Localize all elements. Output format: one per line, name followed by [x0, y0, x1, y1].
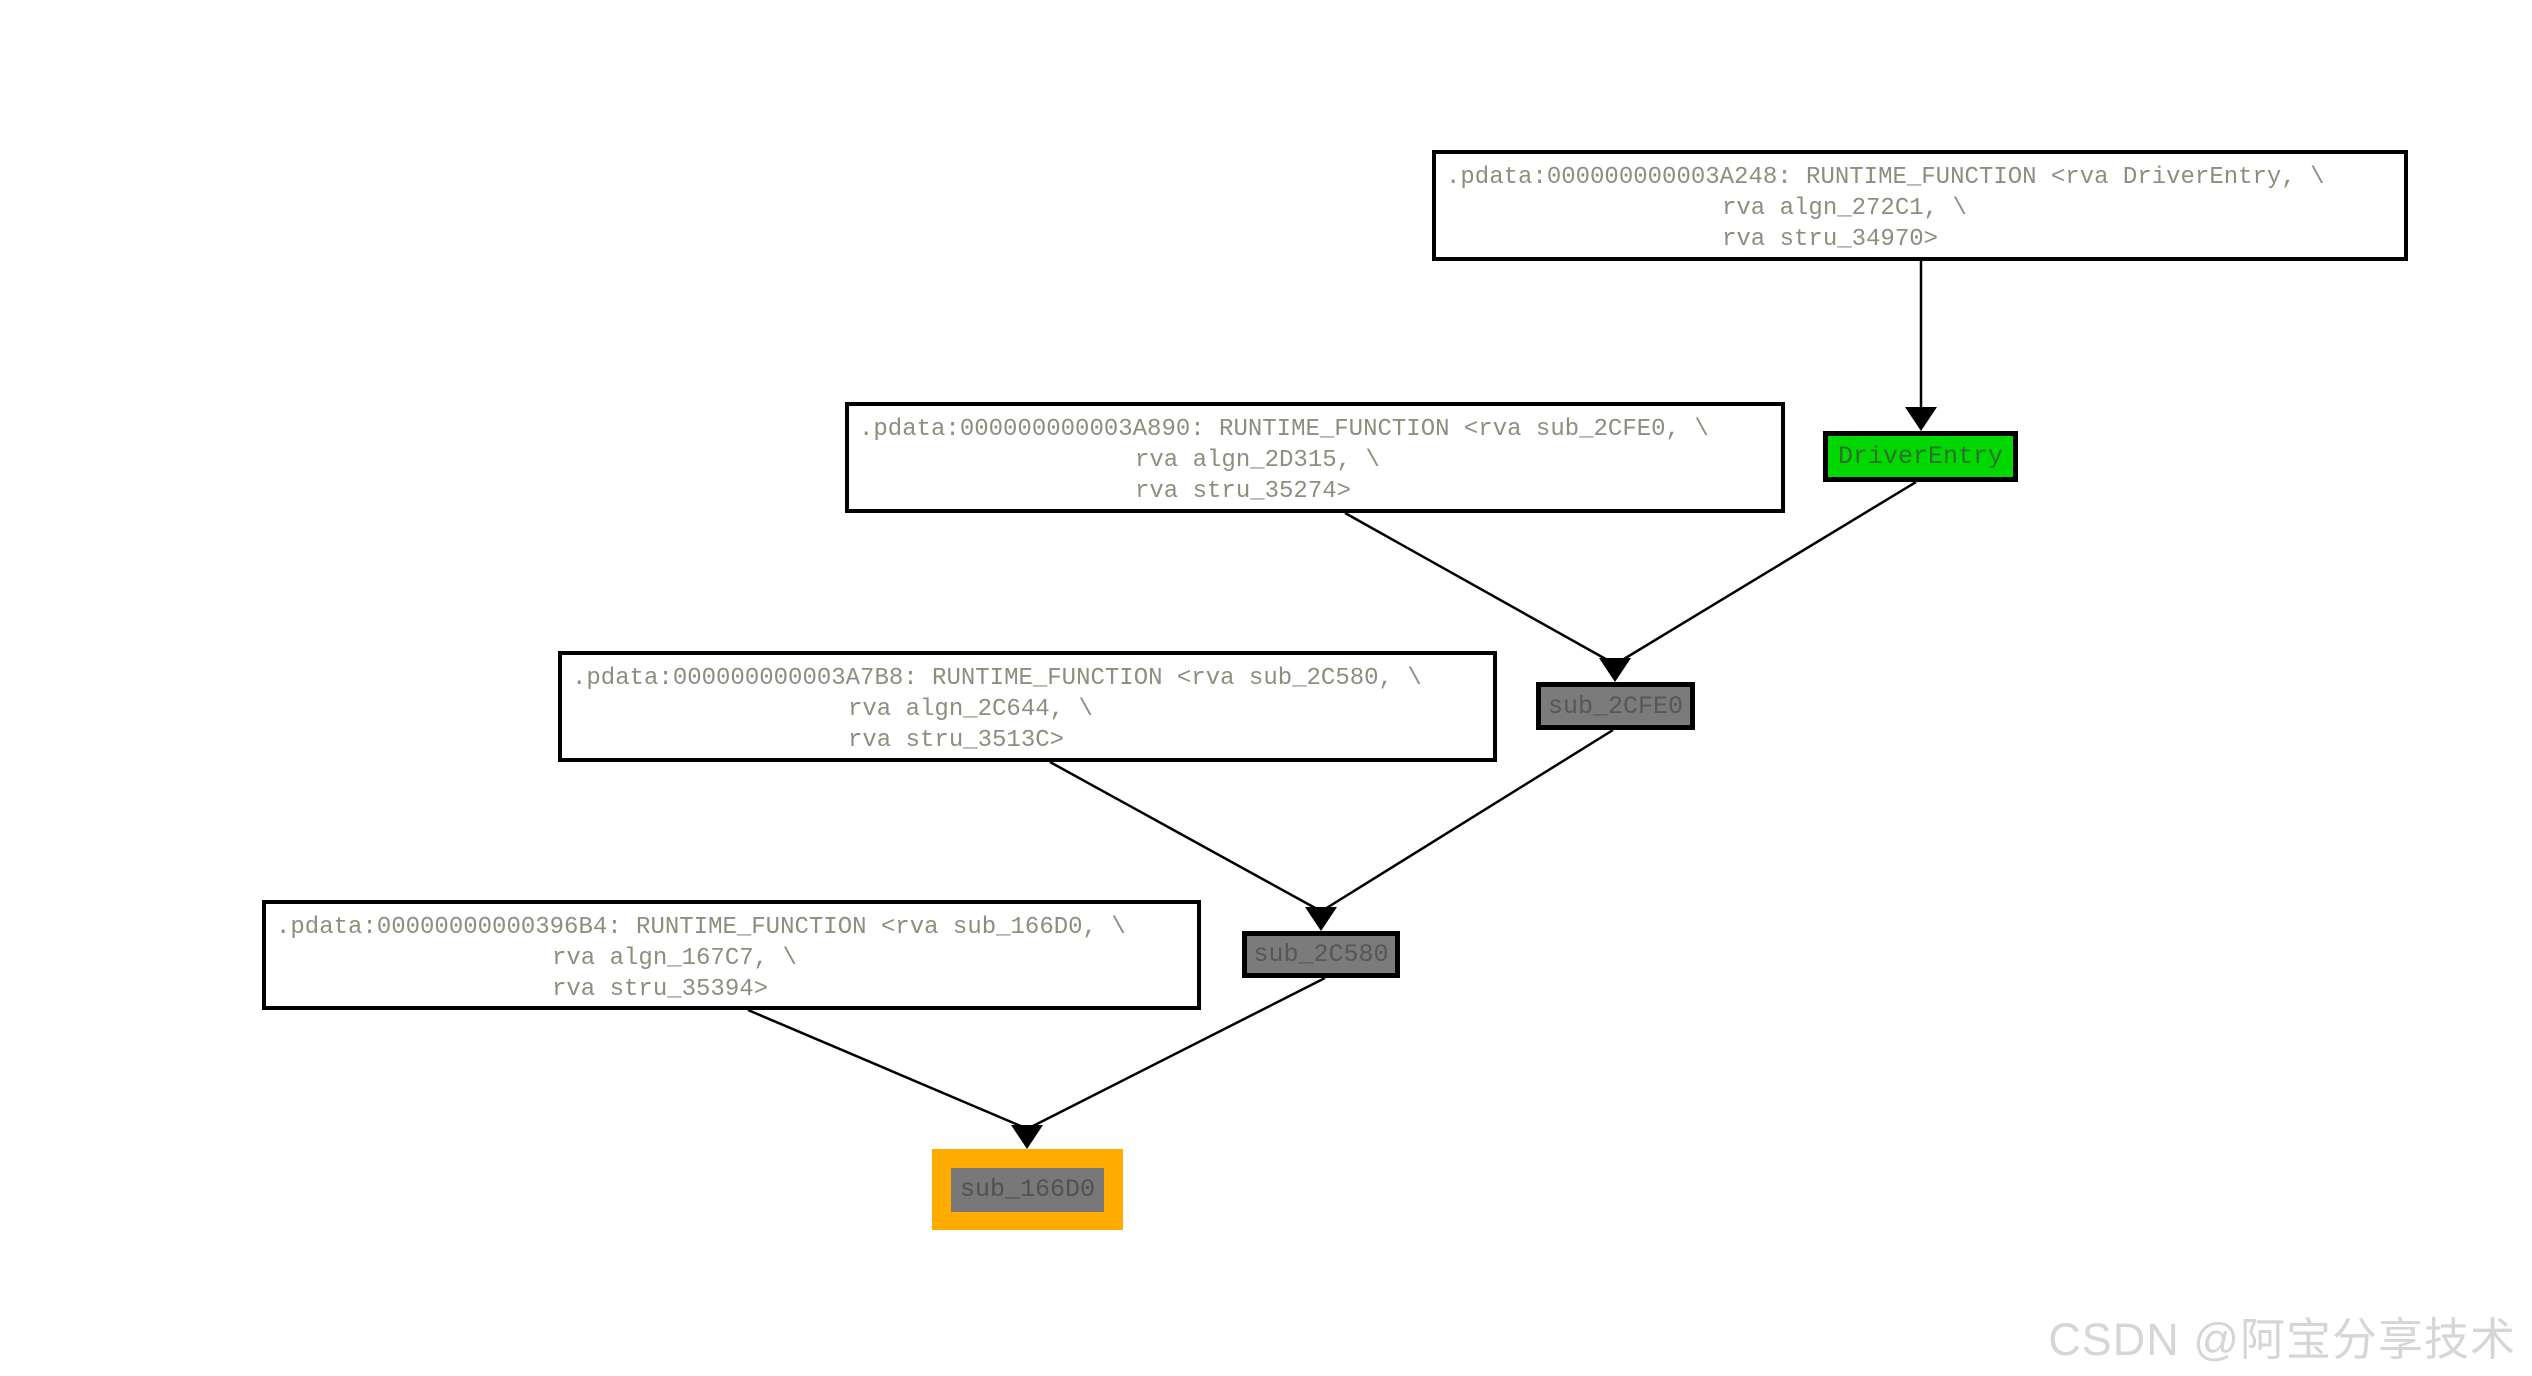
node-sub-166d0-body: sub_166D0 [951, 1167, 1104, 1212]
arrowhead-driverentry [1905, 407, 1937, 431]
pdata-node-396b4[interactable]: .pdata:00000000000396B4: RUNTIME_FUNCTIO… [262, 900, 1201, 1010]
pdata-line: rva stru_35394> [552, 976, 769, 1003]
pdata-line: .pdata:000000000003A248: RUNTIME_FUNCTIO… [1446, 164, 2325, 191]
pdata-node-3a248[interactable]: .pdata:000000000003A248: RUNTIME_FUNCTIO… [1432, 150, 2408, 261]
pdata-line: rva algn_2D315, \ [1135, 447, 1380, 474]
edge-pdata-396b4-sub-166d0 [747, 1008, 1024, 1129]
node-sub-166d0-highlighted[interactable]: sub_166D0 [932, 1149, 1123, 1230]
node-driverentry[interactable]: DriverEntry [1823, 431, 2018, 482]
node-label: DriverEntry [1837, 442, 2004, 471]
pdata-line: rva stru_3513C> [848, 727, 1065, 754]
edge-pdata-3a890-sub-2cfe0 [1344, 511, 1612, 664]
pdata-line: rva algn_272C1, \ [1722, 195, 1967, 222]
pdata-node-3a890[interactable]: .pdata:000000000003A890: RUNTIME_FUNCTIO… [845, 402, 1785, 513]
edge-pdata-3a7b8-sub-2c580 [1049, 760, 1318, 911]
edge-sub-2cfe0-sub-2c580 [1324, 728, 1614, 911]
pdata-line: rva stru_35274> [1135, 478, 1352, 505]
pdata-node-3a7b8[interactable]: .pdata:000000000003A7B8: RUNTIME_FUNCTIO… [558, 651, 1497, 762]
arrowhead-sub-166d0 [1011, 1125, 1043, 1149]
arrowhead-sub-2c580 [1305, 907, 1337, 931]
pdata-line: rva stru_34970> [1722, 226, 1939, 253]
pdata-line: .pdata:000000000003A890: RUNTIME_FUNCTIO… [859, 416, 1709, 443]
pdata-line: rva algn_2C644, \ [848, 696, 1093, 723]
csdn-watermark: CSDN @阿宝分享技术 [2048, 1314, 2516, 1365]
pdata-line: .pdata:000000000003A7B8: RUNTIME_FUNCTIO… [572, 665, 1422, 692]
edge-driverentry-sub-2cfe0 [1618, 480, 1917, 664]
arrowhead-sub-2cfe0 [1599, 658, 1631, 682]
node-label: sub_2C580 [1253, 940, 1389, 969]
pdata-line: rva algn_167C7, \ [552, 945, 797, 972]
node-label: sub_2CFE0 [1547, 691, 1684, 721]
node-label: sub_166D0 [959, 1175, 1096, 1204]
node-sub-2c580[interactable]: sub_2C580 [1242, 931, 1400, 978]
edge-sub-2c580-sub-166d0 [1030, 976, 1326, 1129]
node-sub-2cfe0[interactable]: sub_2CFE0 [1536, 682, 1695, 730]
pdata-line: .pdata:00000000000396B4: RUNTIME_FUNCTIO… [276, 914, 1126, 941]
